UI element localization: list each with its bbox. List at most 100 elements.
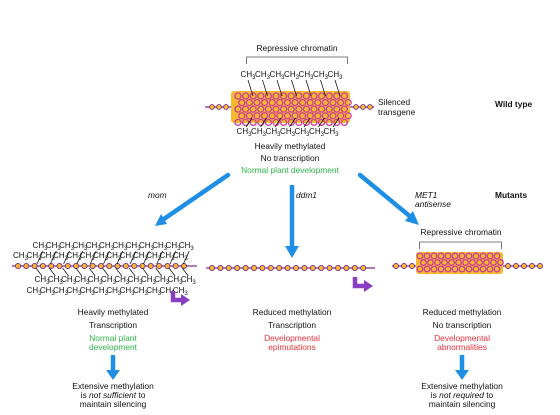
- methyl-subscript: 3: [179, 280, 183, 286]
- nucleosome: [465, 252, 473, 260]
- dna-bead: [172, 262, 179, 270]
- methyl-bond: [116, 250, 124, 265]
- mom-dna: CH3CH3CH3CH3CH3CH3CH3CH3CH3CH3CH3CH3CH3C…: [12, 241, 197, 297]
- nucleosome: [264, 118, 273, 127]
- nucleosome: [268, 98, 276, 107]
- methyl-bond: [75, 267, 83, 277]
- methyl-bond: [103, 250, 110, 265]
- methyl-group-label: CH3: [241, 70, 257, 81]
- nucleosome: [325, 92, 333, 100]
- dna-bead: [301, 264, 308, 272]
- methyl-subscript: 3: [339, 75, 343, 81]
- methyl-bond: [35, 267, 43, 277]
- methyl-group-label: CH3: [313, 70, 329, 81]
- nucleosome: [462, 259, 469, 266]
- methyl-group-label: CH3: [86, 241, 102, 252]
- nucleosome: [416, 265, 424, 273]
- nucleosome: [295, 92, 303, 100]
- methyl-group-label: CH3: [114, 275, 130, 286]
- methyl-subscript: 3: [321, 132, 325, 138]
- methyl-subscript: 3: [65, 291, 69, 297]
- methyl-subscript: 3: [184, 256, 188, 262]
- nucleosome: [476, 259, 483, 266]
- nucleosome: [340, 118, 349, 127]
- methyl-subscript: 3: [310, 75, 314, 81]
- methyl-group-label: CH3: [299, 70, 315, 81]
- nucleosome: [306, 112, 314, 120]
- methyl-subscript: 3: [91, 256, 95, 262]
- nucleosome: [444, 265, 452, 273]
- methyl-group-label: CH3: [106, 251, 122, 262]
- nucleosome: [333, 118, 341, 127]
- ddm1-outcome-line1: Developmental: [264, 333, 320, 343]
- dna-bead: [537, 263, 543, 269]
- methyl-group-label: CH3: [120, 251, 136, 262]
- dna-bead: [156, 262, 163, 270]
- ddm1-branch-label: ddm1: [296, 190, 317, 200]
- wt-status-development: Normal plant development: [241, 165, 339, 175]
- methyl-group-label: CH3: [255, 70, 271, 81]
- ddm1-dna: [206, 264, 375, 272]
- methyl-group-label: CH3: [80, 286, 96, 297]
- methyl-group-label: CH3: [59, 241, 75, 252]
- methyl-subscript: 3: [118, 256, 122, 262]
- nucleosome: [465, 265, 473, 273]
- methyl-group-label: CH3: [181, 275, 197, 286]
- methyl-subscript: 3: [44, 246, 48, 252]
- nucleosome: [479, 265, 487, 273]
- dna-bead: [513, 263, 519, 269]
- nucleosome: [430, 252, 438, 260]
- methyl-group-label: CH3: [280, 127, 296, 138]
- nucleosome: [264, 105, 273, 113]
- met1-conclusion-line3: maintain silencing: [428, 399, 496, 409]
- nucleosome: [314, 112, 322, 120]
- nucleosome: [423, 265, 431, 273]
- wt-repressive-chromatin-label: Repressive chromatin: [256, 43, 338, 53]
- dna-bead: [131, 262, 138, 270]
- nucleosome: [329, 112, 337, 120]
- ddm1-status-transcription: Transcription: [267, 320, 317, 330]
- methyl-group-label: CH3: [106, 286, 122, 297]
- dna-bead: [122, 262, 129, 270]
- methyl-group-label: CH3: [13, 251, 29, 262]
- nucleosome: [321, 98, 330, 107]
- nucleosome: [279, 118, 288, 127]
- dna-bead: [48, 262, 55, 270]
- methyl-group-label: CH3: [328, 70, 344, 81]
- methyl-subscript: 3: [38, 291, 42, 297]
- methyl-subscript: 3: [131, 291, 135, 297]
- nucleosome: [234, 105, 242, 113]
- methyl-subscript: 3: [71, 246, 75, 252]
- methyl-bond: [48, 267, 56, 277]
- methyl-group-label: CH3: [126, 241, 142, 252]
- methyl-bond: [49, 250, 57, 265]
- nucleosome: [295, 105, 303, 113]
- nucleosome: [437, 265, 445, 273]
- methyl-subscript: 3: [166, 280, 170, 286]
- nucleosome: [302, 105, 311, 113]
- dna-bead: [242, 264, 249, 272]
- nucleosome: [298, 98, 307, 107]
- methyl-subscript: 3: [57, 246, 61, 252]
- nucleosome: [336, 112, 345, 120]
- methyl-group-label: CH3: [173, 286, 189, 297]
- methyl-bond: [245, 117, 253, 128]
- nucleosome: [441, 259, 448, 266]
- transcription-arrow-ddm1: [352, 277, 373, 292]
- nucleosome: [295, 118, 303, 127]
- dna-bead: [276, 264, 283, 272]
- nucleosome: [321, 112, 330, 120]
- met1-status-transcription: No transcription: [432, 320, 492, 330]
- nucleosome: [302, 92, 311, 100]
- nucleosome: [434, 259, 441, 266]
- nucleosome: [458, 252, 466, 260]
- methyl-subscript: 3: [151, 246, 155, 252]
- dna-bead: [208, 264, 216, 272]
- nucleosome: [317, 105, 326, 113]
- methyl-subscript: 3: [113, 280, 117, 286]
- bottom-arrow-mom: [106, 355, 120, 380]
- dna-bead: [505, 263, 511, 269]
- nucleosome: [238, 112, 246, 120]
- methyl-group-label: CH3: [27, 251, 43, 262]
